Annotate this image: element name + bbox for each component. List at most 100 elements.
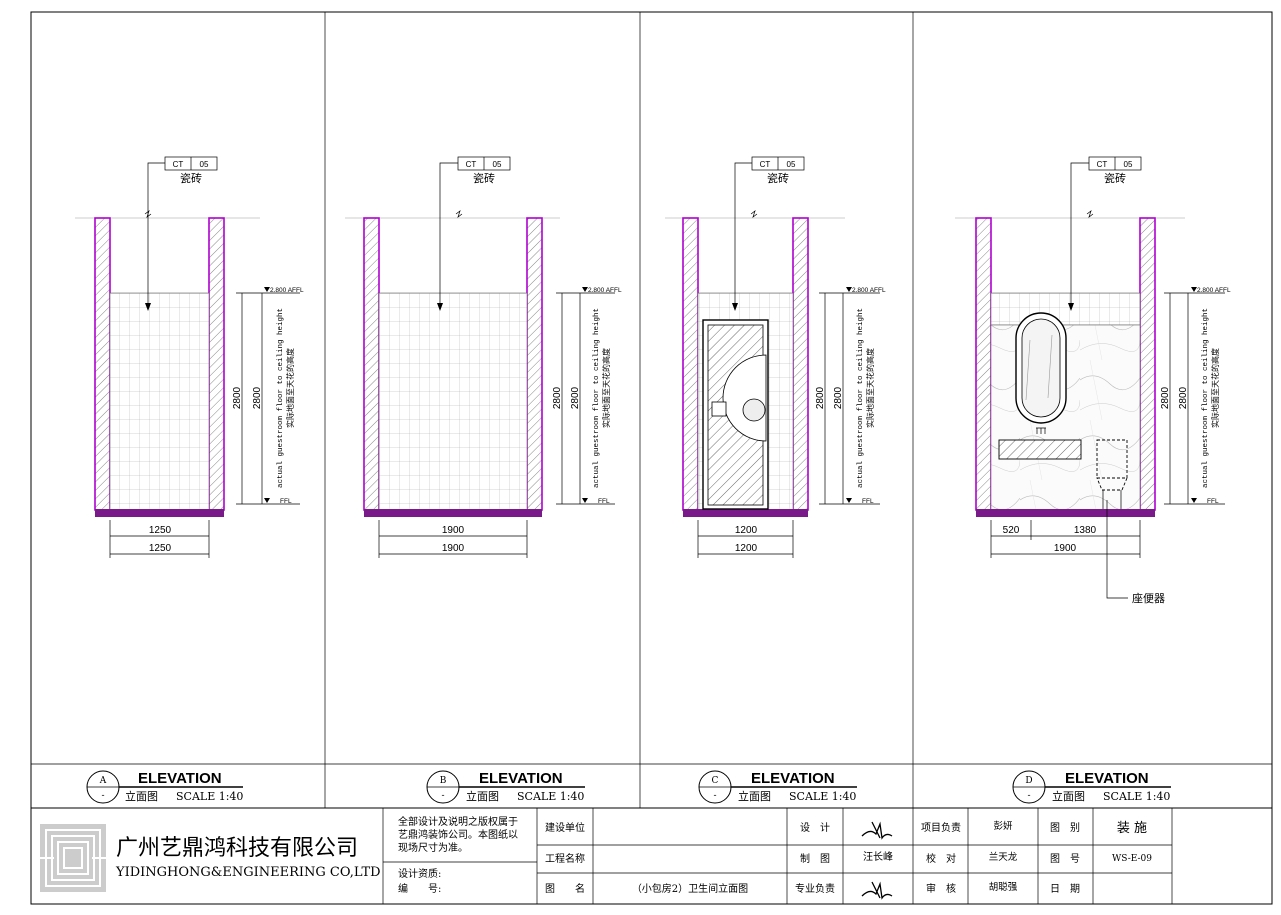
width-dim-left: 520 [1003, 525, 1020, 536]
elevation-scale: SCALE 1:40 [517, 790, 584, 803]
pm-name: 彭妍 [993, 820, 1013, 832]
elevation-sub: 立面图 [738, 789, 771, 803]
width-dim-total: 1250 [149, 543, 172, 554]
width-dim-total: 1200 [735, 543, 758, 554]
height-note-cn: 实际地面至天花的高度 [1210, 348, 1220, 428]
material-label: 瓷砖 [473, 171, 495, 185]
level-top: 2.800 AFFL [588, 287, 622, 294]
elevation-scale: SCALE 1:40 [789, 790, 856, 803]
elevation-dash: - [713, 791, 716, 801]
height-note-en: actual guestroom floor to ceiling height [857, 308, 865, 488]
height-dim-2: 2800 [1178, 386, 1189, 409]
drawing-category: 装 施 [1117, 821, 1147, 836]
title-block: 广州艺鼎鸿科技有限公司 YIDINGHONG&ENGINEERING CO,LT… [40, 808, 1173, 904]
vanity-basin [998, 427, 1082, 460]
copyright-line-1: 全部设计及说明之版权属于 [398, 815, 518, 828]
elevation-dash: - [441, 791, 444, 801]
mirror [1015, 312, 1067, 424]
review-label: 审 核 [926, 882, 956, 895]
elevation-dash: - [1027, 791, 1030, 801]
drawing-name-label: 图 名 [545, 882, 585, 895]
toilet: 座便器 [1096, 439, 1165, 605]
height-dim: 2800 [815, 386, 826, 409]
draw-label: 制 图 [800, 852, 830, 865]
company-name-en: YIDINGHONG&ENGINEERING CO,LTD [115, 865, 381, 880]
width-dim-total: 1900 [1054, 543, 1077, 554]
level-top: 2.800 AFFL [852, 287, 886, 294]
level-bottom: FFL [280, 498, 292, 505]
client-label: 建设单位 [545, 821, 585, 834]
wall-right [526, 217, 543, 511]
elevation-heading: ELEVATION [751, 770, 835, 787]
height-note-cn: 实际地面至天花的高度 [865, 348, 875, 428]
height-dim-2: 2800 [252, 386, 263, 409]
toilet-callout: 座便器 [1132, 591, 1165, 605]
drafter-name: 汪长峰 [863, 851, 893, 863]
designer-signature [861, 821, 893, 840]
elevation-heading: ELEVATION [138, 770, 222, 787]
checker-name: 兰天龙 [989, 851, 1018, 863]
wall-right [1139, 217, 1156, 511]
tag-code: CT [466, 160, 477, 169]
tag-number: 05 [1124, 160, 1133, 169]
height-note-en: actual guestroom floor to ceiling height [277, 308, 285, 488]
height-dim: 2800 [1160, 386, 1171, 409]
number-label: 编 号: [398, 882, 441, 895]
door [702, 319, 769, 510]
height-dim-2: 2800 [570, 386, 581, 409]
date-label: 日 期 [1050, 883, 1080, 895]
elevation-b: CT 05 瓷砖 2800 2800 2.800 AFFL FFL actual… [345, 156, 622, 558]
project-label: 工程名称 [545, 852, 585, 865]
wall-right [792, 217, 809, 511]
wall-left [94, 217, 111, 511]
elevation-dash: - [101, 791, 104, 801]
design-label: 设 计 [800, 821, 830, 834]
elevation-title-b: B - ELEVATION 立面图 SCALE 1:40 [426, 770, 585, 804]
pm-label: 项目负责 [921, 821, 961, 834]
material-tag: CT 05 瓷砖 [145, 156, 218, 311]
height-note-en: actual guestroom floor to ceiling height [1202, 308, 1210, 488]
height-note-en: actual guestroom floor to ceiling height [593, 308, 601, 488]
height-note-cn: 实际地面至天花的高度 [285, 348, 295, 428]
company-name-cn: 广州艺鼎鸿科技有限公司 [116, 836, 358, 861]
width-dim: 1900 [442, 525, 465, 536]
height-dim: 2800 [552, 386, 563, 409]
material-tag: CT 05 瓷砖 [732, 156, 805, 311]
elevation-sub: 立面图 [1052, 789, 1085, 803]
material-tag: CT 05 瓷砖 [437, 156, 511, 311]
tag-number: 05 [200, 160, 209, 169]
elevation-id: B [440, 776, 447, 786]
copyright-line-2: 艺鼎鸿装饰公司。本图纸以 [398, 828, 518, 841]
width-dim: 1200 [735, 525, 758, 536]
elevation-title-c: C - ELEVATION 立面图 SCALE 1:40 [698, 770, 857, 804]
elevation-heading: ELEVATION [1065, 770, 1149, 787]
check-label: 校 对 [926, 852, 956, 865]
material-label: 瓷砖 [767, 171, 789, 185]
elevation-title-a: A - ELEVATION 立面图 SCALE 1:40 [86, 770, 243, 804]
elevation-d: 座便器 CT 05 瓷砖 2800 2800 2.800 AFFL FFL ac… [955, 156, 1231, 605]
discipline-label: 专业负责 [795, 882, 835, 895]
width-dim: 1250 [149, 525, 172, 536]
copyright-line-3: 现场尺寸为准。 [398, 841, 468, 854]
width-dim-total: 1900 [442, 543, 465, 554]
level-bottom: FFL [862, 498, 874, 505]
elevation-scale: SCALE 1:40 [176, 790, 243, 803]
tile-band [990, 292, 1141, 326]
wall-right [208, 217, 225, 511]
tag-code: CT [760, 160, 771, 169]
elevation-c: CT 05 瓷砖 2800 2800 2.800 AFFL FFL actual… [665, 156, 886, 558]
material-label: 瓷砖 [1104, 171, 1126, 185]
width-dim-right: 1380 [1074, 525, 1097, 536]
elevation-a: CT 05 瓷砖 2800 2800 2.800 AFFL FFL actual… [75, 156, 304, 558]
elevation-id: D [1025, 776, 1032, 786]
wall-left [975, 217, 992, 511]
drawing-name: （小包房2）卫生间立面图 [632, 882, 748, 895]
elevation-sub: 立面图 [125, 789, 158, 803]
tile-wall [109, 292, 210, 511]
drawing-number: WS-E-09 [1112, 854, 1152, 864]
elevation-title-d: D - ELEVATION 立面图 SCALE 1:40 [1012, 770, 1171, 804]
elevation-scale: SCALE 1:40 [1103, 790, 1170, 803]
company-logo-icon [40, 824, 106, 892]
tag-number: 05 [787, 160, 796, 169]
